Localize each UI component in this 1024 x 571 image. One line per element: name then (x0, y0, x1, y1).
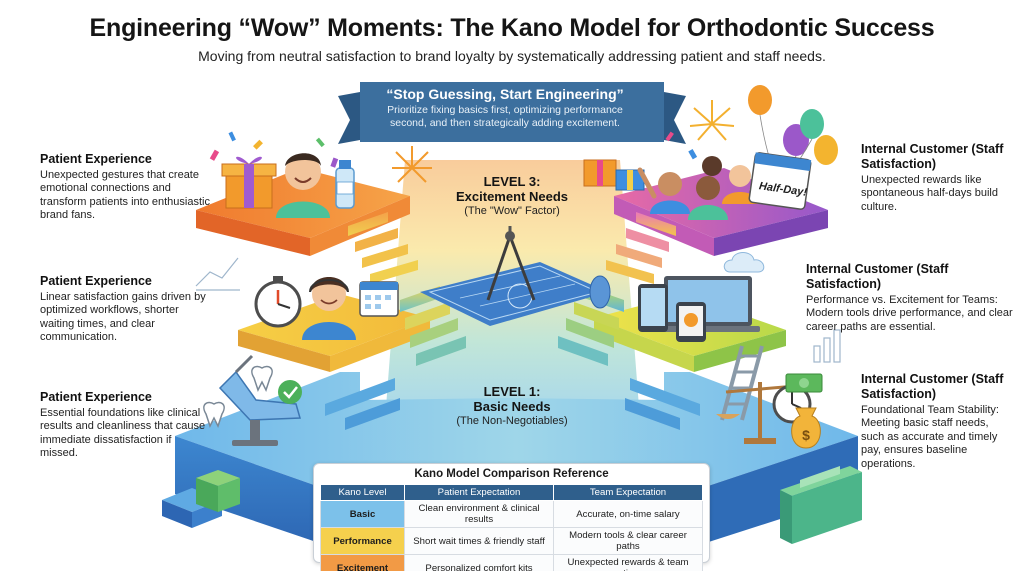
right-block-excitement: Internal Customer (Staff Satisfaction) U… (861, 142, 1011, 214)
firework-right (689, 100, 735, 141)
celebrating-team-figures (637, 156, 769, 220)
left-heading: Patient Experience (40, 152, 152, 166)
banner-ribbon (338, 82, 686, 144)
left-block-basic: Patient Experience Essential foundations… (40, 390, 206, 461)
chart-sketch-left (195, 257, 240, 291)
gift-box-icon (221, 156, 277, 209)
chart-sketch-right (813, 329, 841, 363)
level-3-sub: (The "Wow" Factor) (464, 205, 560, 217)
table-cell-team: Unexpected rewards & team outings (553, 554, 703, 571)
column-header: Kano Level (319, 484, 406, 501)
column-header: Patient Expectation (404, 484, 554, 501)
small-blocks-left (162, 470, 240, 528)
receptionist-figure (302, 277, 356, 340)
table-cell-team: Modern tools & clear career paths (553, 527, 703, 555)
right-block-basic: Internal Customer (Staff Satisfaction) F… (861, 372, 1013, 471)
table-cell-patient: Short wait times & friendly staff (404, 527, 554, 555)
table-cell-level: Basic (319, 500, 406, 528)
reference-table: Kano Level Patient Expectation Team Expe… (319, 484, 703, 571)
green-stairs-right (780, 466, 862, 544)
confetti (209, 131, 698, 168)
level-1-name: Basic Needs (473, 399, 551, 414)
page-title: Engineering “Wow” Moments: The Kano Mode… (89, 14, 935, 42)
gift-stack-icon (583, 159, 645, 191)
right-heading: Internal Customer (Staff Satisfaction) (806, 262, 949, 291)
table-header-row: Kano Level Patient Expectation Team Expe… (319, 484, 703, 501)
table-cell-patient: Personalized comfort kits (404, 554, 554, 571)
right-heading: Internal Customer (Staff Satisfaction) (861, 372, 1004, 401)
banner-body: Prioritize fixing basics first, optimizi… (387, 104, 623, 129)
banner: “Stop Guessing, Start Engineering” Prior… (372, 86, 638, 129)
money-icon: $ (785, 373, 823, 449)
level-3-label: LEVEL 3: Excitement Needs (The "Wow" Fac… (432, 174, 592, 218)
level-1-sub: (The Non-Negotiables) (456, 415, 568, 427)
right-block-performance: Internal Customer (Staff Satisfaction) P… (806, 262, 1016, 334)
left-body: Linear satisfaction gains driven by opti… (40, 291, 206, 344)
banner-title: “Stop Guessing, Start Engineering” (386, 86, 624, 102)
stopwatch-icon (254, 276, 302, 328)
table-cell-level: Excitement (319, 554, 406, 571)
right-body: Foundational Team Stability: Meeting bas… (861, 404, 999, 470)
table-cell-patient: Clean environment & clinical results (404, 500, 554, 528)
left-body: Unexpected gestures that create emotiona… (40, 169, 210, 222)
left-heading: Patient Experience (40, 274, 152, 288)
right-body: Performance vs. Excitement for Teams: Mo… (806, 294, 1013, 333)
checkmark-icon (278, 380, 302, 404)
happy-patient-figure (276, 153, 330, 218)
column-header: Team Expectation (553, 484, 703, 501)
schedule-calendar-icon (359, 281, 399, 317)
table-row: Performance Short wait times & friendly … (319, 527, 703, 555)
svg-text:$: $ (802, 427, 810, 443)
left-heading: Patient Experience (40, 390, 152, 404)
level-3-title: LEVEL 3: (483, 174, 541, 189)
career-ladder-icon (720, 345, 764, 421)
blueprint-compass (420, 226, 611, 326)
firework-center (392, 146, 432, 183)
calendar-half-day-icon: Half-Day! (748, 152, 812, 210)
table-row: Basic Clean environment & clinical resul… (319, 500, 703, 528)
left-body: Essential foundations like clinical resu… (40, 407, 206, 460)
table-cell-level: Performance (319, 527, 406, 555)
dental-chair-icon (218, 354, 301, 446)
left-block-excitement: Patient Experience Unexpected gestures t… (40, 152, 210, 223)
devices-cloud-icon (638, 252, 765, 342)
table-row: Excitement Personalized comfort kits Une… (319, 554, 703, 571)
right-body: Unexpected rewards like spontaneous half… (861, 174, 998, 213)
left-block-performance: Patient Experience Linear satisfaction g… (40, 274, 216, 345)
level-3-name: Excitement Needs (456, 189, 568, 204)
right-heading: Internal Customer (Staff Satisfaction) (861, 142, 1004, 171)
table-cell-team: Accurate, on-time salary (553, 500, 703, 528)
water-bottle-icon (335, 160, 355, 209)
kano-reference-card: Kano Model Comparison Reference Kano Lev… (313, 463, 710, 571)
tooth-icon (203, 365, 273, 428)
level-1-title: LEVEL 1: (483, 384, 541, 399)
page-subtitle: Moving from neutral satisfaction to bran… (198, 48, 826, 64)
reference-title: Kano Model Comparison Reference (414, 468, 609, 480)
level-1-label: LEVEL 1: Basic Needs (The Non-Negotiable… (432, 384, 592, 428)
